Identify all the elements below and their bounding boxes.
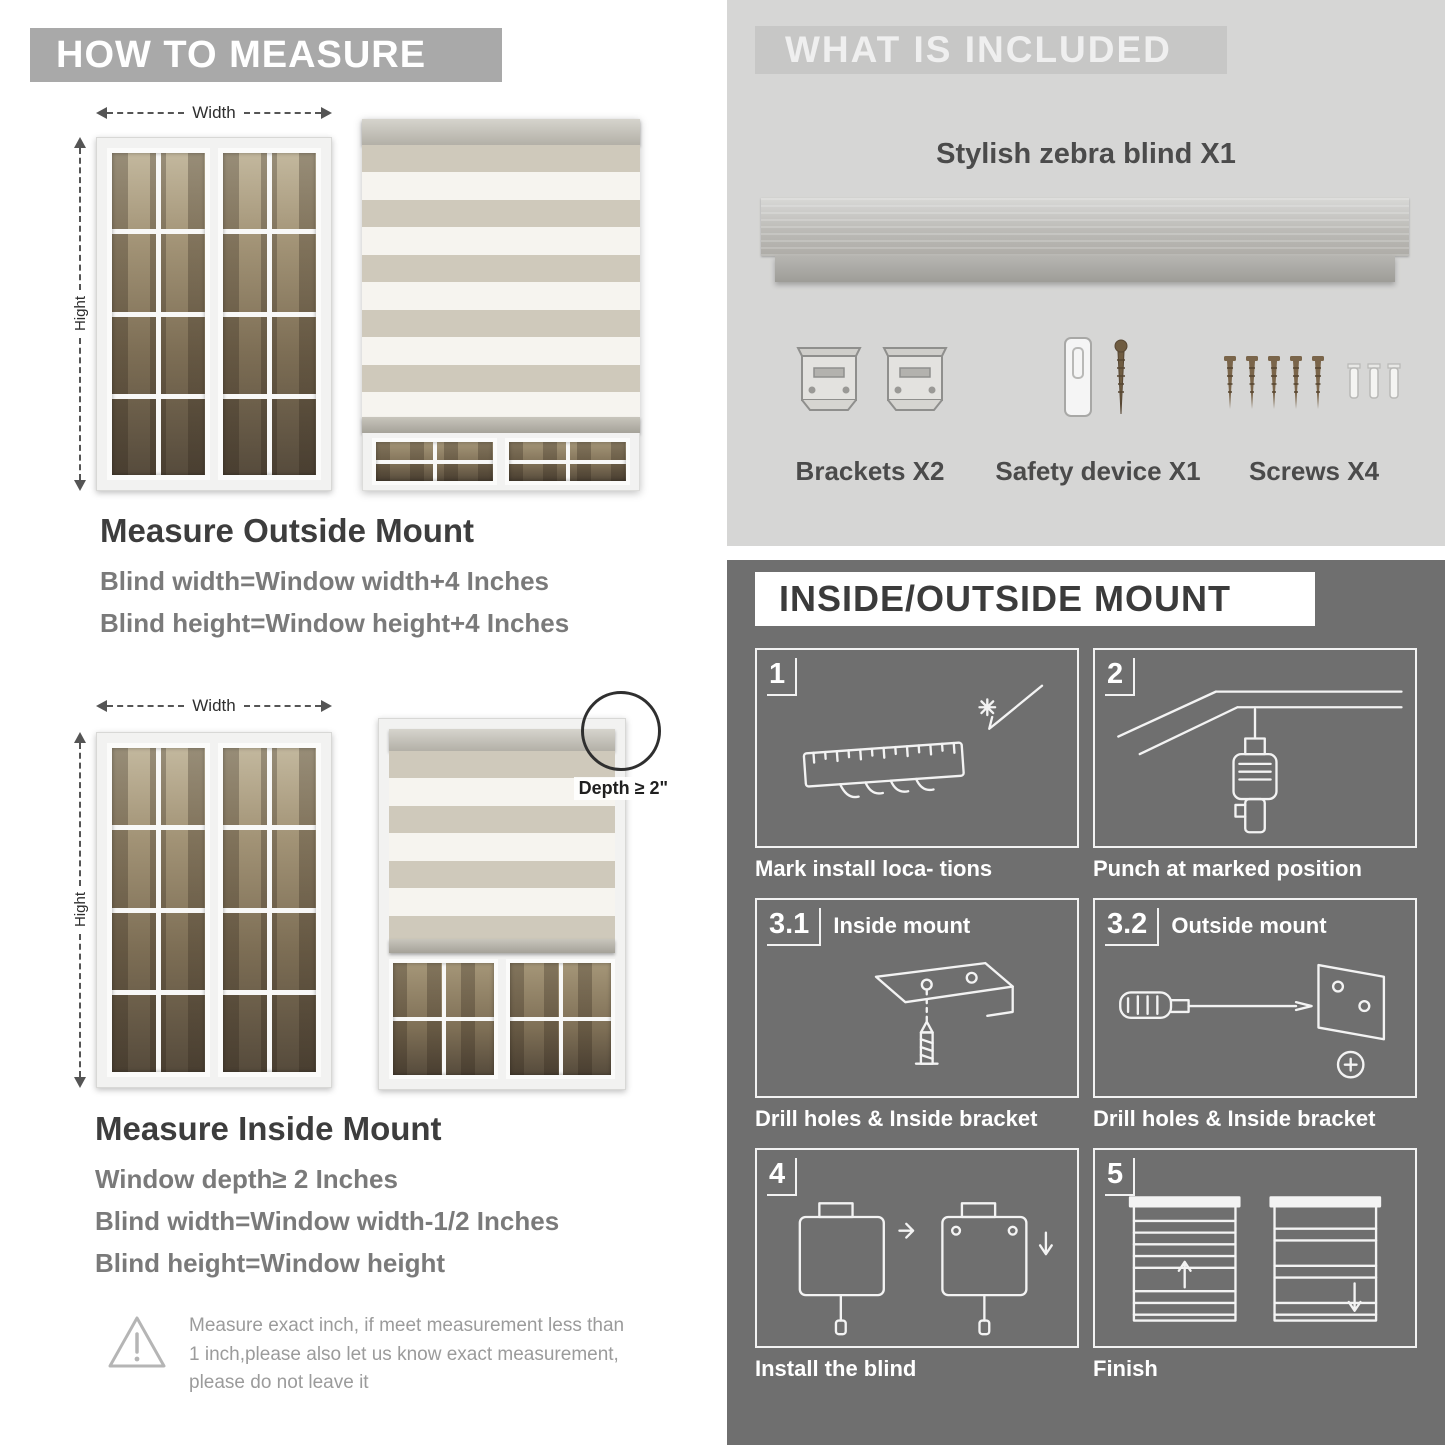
finished-blind-icon (1095, 1176, 1415, 1342)
mount-banner: INSIDE/OUTSIDE MOUNT (755, 572, 1315, 626)
inside-mount-line-3: Blind height=Window height (95, 1248, 445, 1278)
width-label: Width (192, 696, 236, 715)
outside-mount-heading: Measure Outside Mount (100, 512, 475, 549)
included-items-row: Brackets X2 Safety device X1 (757, 326, 1415, 487)
warning-triangle-icon (108, 1316, 166, 1368)
blind-bottom-rail (362, 417, 640, 433)
what-is-included-section: WHAT IS INCLUDED Stylish zebra blind X1 (727, 0, 1445, 546)
inside-mount-line-1: Window depth≥ 2 Inches (95, 1164, 398, 1194)
width-arrow: Width (96, 103, 332, 122)
product-label: Stylish zebra blind X1 (936, 138, 1236, 170)
blind-rail-bottom-graphic (775, 256, 1395, 282)
drill-icon (1095, 676, 1415, 842)
step-title: Outside mount (1171, 913, 1327, 938)
step-caption: Drill holes & Inside bracket (755, 1106, 1038, 1131)
safety-device-label: Safety device X1 (995, 456, 1201, 486)
step-number: 1 (767, 658, 798, 696)
bracket-screw-icon (757, 926, 1077, 1092)
inside-mount-heading: Measure Inside Mount (95, 1110, 442, 1147)
blind-bottom-rail (389, 939, 615, 953)
step-number: 5 (1105, 1158, 1136, 1196)
window-under-blind (389, 953, 615, 1079)
install-blind-icon (757, 1176, 1077, 1342)
arrow-up-icon (74, 137, 86, 148)
mount-instructions-section: INSIDE/OUTSIDE MOUNT 1 (727, 560, 1445, 1445)
warning-text: Measure exact inch, if meet measurement … (189, 1315, 625, 1393)
how-to-measure-banner: HOW TO MEASURE (30, 28, 502, 82)
screwdriver-bracket-icon (1095, 926, 1415, 1092)
zebra-blind-outside-graphic (362, 119, 640, 491)
step-3-2: 3.2 Outside mount (1093, 898, 1417, 1132)
step-2: 2 (1093, 648, 1417, 882)
step-caption: Mark install loca- tions (755, 856, 993, 881)
depth-label: Depth ≥ 2" (573, 777, 673, 800)
included-item-brackets: Brackets X2 (757, 326, 983, 487)
window-graphic (96, 137, 332, 491)
arrow-left-icon (96, 700, 107, 712)
brackets-icon (797, 347, 947, 411)
outside-mount-line-2: Blind height=Window height+4 Inches (100, 608, 570, 638)
mount-steps-grid: 1 (755, 648, 1417, 1382)
arrow-down-icon (74, 480, 86, 491)
arrow-right-icon (321, 107, 332, 119)
step-title: Inside mount (833, 913, 971, 938)
included-item-screws: Screws X4 (1213, 326, 1415, 487)
step-number: 4 (767, 1158, 798, 1196)
outside-mount-line-1: Blind width=Window width+4 Inches (100, 566, 549, 596)
step-1: 1 (755, 648, 1079, 882)
screws-label: Screws X4 (1248, 456, 1380, 486)
inside-mount-line-2: Blind width=Window width-1/2 Inches (95, 1206, 560, 1236)
inside-mount-diagram: Width Hight De (70, 691, 673, 1098)
depth-callout-circle (581, 691, 661, 771)
screws-icon (1223, 355, 1401, 410)
step-number: 3.1 (767, 908, 822, 946)
step-caption: Punch at marked position (1093, 856, 1362, 881)
blind-stripes (362, 145, 640, 417)
blind-headrail (362, 119, 640, 145)
step-caption: Drill holes & Inside bracket (1093, 1106, 1376, 1131)
window-graphic (96, 732, 332, 1088)
step-caption: Finish (1093, 1356, 1158, 1381)
window-under-blind (362, 433, 640, 491)
measure-warning: Measure exact inch, if meet measurement … (105, 1312, 650, 1398)
step-number: 3.2 (1105, 908, 1160, 946)
height-label: Hight (71, 892, 89, 928)
step-number: 2 (1105, 658, 1136, 696)
width-label: Width (192, 103, 236, 122)
what-is-included-banner: WHAT IS INCLUDED (755, 26, 1227, 74)
height-arrow: Hight (70, 137, 90, 491)
window-inside-mount-graphic: Depth ≥ 2" (378, 691, 673, 1090)
width-arrow: Width (96, 696, 332, 715)
outside-mount-diagram: Width Hight (70, 103, 655, 500)
safety-device-icon (1064, 337, 1128, 417)
included-item-safety-device: Safety device X1 (983, 326, 1213, 487)
window-sash (107, 148, 210, 480)
height-arrow: Hight (70, 732, 90, 1088)
step-5: 5 (1093, 1148, 1417, 1382)
arrow-left-icon (96, 107, 107, 119)
height-label: Hight (71, 296, 89, 332)
arrow-right-icon (321, 700, 332, 712)
brackets-label: Brackets X2 (795, 456, 945, 486)
how-to-measure-title: HOW TO MEASURE (56, 33, 427, 76)
blind-rail-graphic (761, 198, 1409, 256)
mount-title: INSIDE/OUTSIDE MOUNT (779, 578, 1232, 619)
arrow-up-icon (74, 732, 86, 743)
blind-headrail (389, 729, 615, 751)
step-4: 4 (755, 1148, 1079, 1382)
step-caption: Install the blind (755, 1356, 917, 1381)
ruler-mark-icon (757, 676, 1077, 842)
how-to-measure-section: HOW TO MEASURE Width Hight (30, 28, 673, 1398)
what-is-included-title: WHAT IS INCLUDED (785, 29, 1172, 70)
window-sash (218, 148, 321, 480)
arrow-down-icon (74, 1077, 86, 1088)
step-3-1: 3.1 Inside mount (755, 898, 1079, 1132)
